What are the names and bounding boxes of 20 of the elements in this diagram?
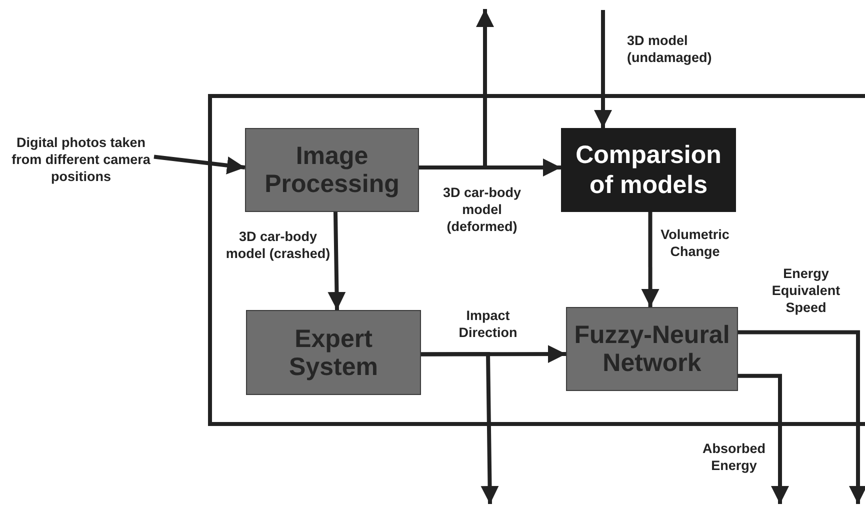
edge-label: 3D car-body model (crashed) (224, 228, 332, 262)
arrow (154, 154, 246, 174)
edge-label: Energy Equivalent Speed (770, 265, 842, 316)
arrow (421, 352, 499, 504)
arrow (594, 10, 612, 128)
arrow (419, 9, 494, 170)
edge-label: 3D car-body model (deformed) (442, 184, 522, 235)
process-box: Comparsion of models (561, 128, 736, 212)
process-box: Image Processing (245, 128, 419, 212)
edge-label: 3D model (undamaged) (627, 32, 713, 66)
arrow (641, 212, 660, 307)
edge-label: Absorbed Energy (701, 440, 766, 474)
edge-label: Impact Direction (458, 307, 518, 341)
arrow (738, 374, 789, 504)
edge-label: Volumetric Change (660, 226, 730, 260)
arrow (738, 330, 865, 504)
arrow (328, 212, 346, 310)
process-box: Expert System (246, 310, 421, 395)
input-label: Digital photos taken from different camera positions (8, 122, 154, 196)
process-box: Fuzzy-Neural Network (566, 307, 738, 391)
